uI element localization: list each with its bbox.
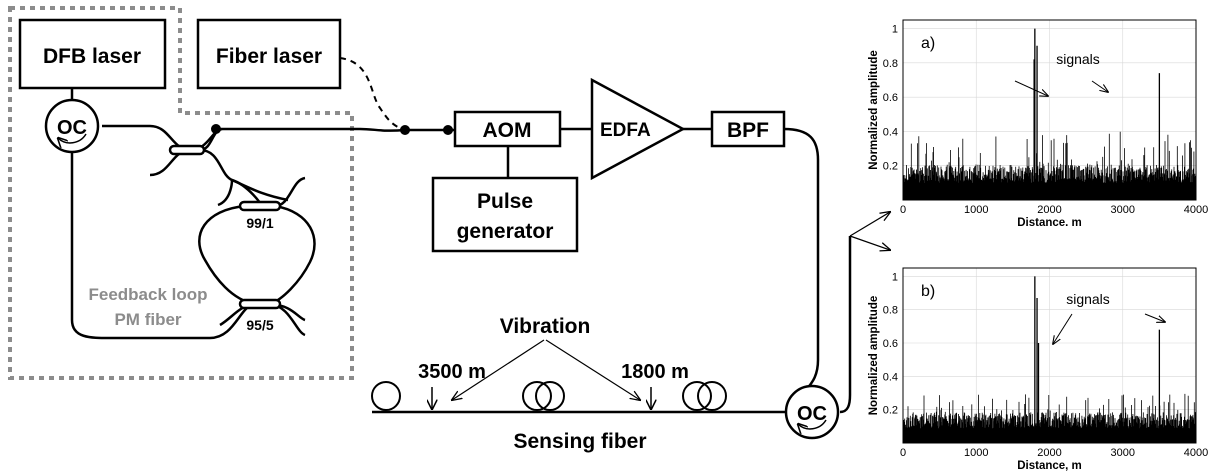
signals-annotation: signals — [1066, 291, 1110, 307]
oc2-label: OC — [797, 403, 827, 425]
coupler-1 — [168, 144, 206, 156]
fiber-laser-box: Fiber laser — [196, 18, 342, 90]
bpf-box: BPF — [710, 110, 786, 148]
annotation-arrow — [1014, 80, 1048, 96]
x-tick-label: 3000 — [1111, 447, 1135, 459]
vibration-label: Vibration — [500, 315, 591, 338]
bpf-to-oc2 — [783, 127, 820, 393]
fiber-coil-2b — [535, 381, 565, 411]
annotation-arrow — [1053, 313, 1073, 344]
x-tick-label: 1000 — [964, 447, 988, 459]
splice-dot-2 — [400, 125, 410, 135]
splice-dot-1 — [211, 124, 221, 134]
panel-label: b) — [921, 283, 935, 300]
feedback-loop-label: Feedback loop — [88, 285, 207, 304]
y-axis-label: Normalized amplitude — [868, 296, 880, 416]
annotation-arrow — [1091, 80, 1108, 92]
chart-a: 0 1000 2000 3000 4000 0.2 0.4 0.6 0.8 1Distance. … — [868, 19, 1208, 229]
y-tick-label: 0.2 — [883, 161, 898, 173]
y-tick-label: 0.8 — [883, 305, 898, 317]
pm-fiber-label: PM fiber — [114, 310, 181, 329]
vibration-arrow-left — [452, 339, 545, 400]
ring-right — [269, 204, 316, 306]
edfa-label: EDFA — [600, 120, 651, 141]
y-axis-label: Normalized amplitude — [868, 50, 880, 170]
feedback-return — [70, 150, 256, 340]
signals-annotation: signals — [1056, 51, 1100, 67]
splice-points — [211, 124, 453, 135]
aom-label: AOM — [483, 119, 532, 142]
y-tick-label: 0.8 — [883, 58, 898, 70]
x-tick-label: 2000 — [1037, 204, 1061, 216]
annotation-arrow — [1144, 313, 1165, 322]
fiber-coil-3a — [682, 381, 712, 411]
coupler-99-1 — [238, 200, 282, 212]
oc-circulator-2: OC — [784, 384, 840, 440]
fiber-laser-dashed-link — [339, 57, 405, 131]
ring-left — [198, 204, 256, 306]
fiber-laser-label: Fiber laser — [216, 45, 322, 68]
x-tick-label: 2000 — [1037, 447, 1061, 459]
x-tick-label: 0 — [900, 447, 906, 459]
x-axis-label: Distance. m — [1017, 217, 1082, 229]
vibration-arrow-right — [545, 339, 640, 400]
bpf-label: BPF — [727, 119, 769, 142]
coupler-95-5 — [238, 298, 282, 310]
coupler-95-5-label: 95/5 — [246, 317, 273, 333]
y-tick-label: 1 — [892, 271, 898, 283]
x-tick-label: 1000 — [964, 204, 988, 216]
coupler1-right-down — [199, 148, 289, 202]
fiber-coil-3b — [697, 381, 727, 411]
coupler1-out-right — [222, 127, 455, 132]
splice-dot-3 — [443, 125, 453, 135]
chart-b: 0 1000 2000 3000 4000 0.2 0.4 0.6 0.8 1Distance, … — [868, 267, 1208, 472]
fiber-connections — [70, 57, 852, 414]
y-tick-label: 0.6 — [883, 92, 898, 104]
feedback-enclosure — [8, 6, 354, 380]
x-tick-label: 4000 — [1184, 447, 1208, 459]
oc-out-wire — [102, 124, 223, 152]
x-tick-label: 0 — [900, 204, 906, 216]
y-tick-label: 1 — [892, 24, 898, 36]
y-tick-label: 0.4 — [883, 126, 898, 138]
aom-box: AOM — [453, 110, 562, 148]
position-1800-label: 1800 m — [621, 361, 689, 383]
x-axis-label: Distance, m — [1017, 460, 1082, 472]
oc2-out-vertical — [839, 236, 852, 414]
couplers — [168, 144, 282, 310]
y-tick-label: 0.6 — [883, 338, 898, 350]
oc1-label: OC — [57, 117, 87, 139]
plot-frame — [902, 19, 1197, 201]
sensing-fiber-label: Sensing fiber — [513, 430, 646, 453]
fiber-coil-2a — [522, 381, 552, 411]
coupler2-left — [217, 179, 234, 207]
x-tick-label: 3000 — [1111, 204, 1135, 216]
x-tick-label: 4000 — [1184, 204, 1208, 216]
dfb-laser-box: DFB laser — [18, 18, 167, 90]
panel-label: a) — [921, 35, 935, 52]
plot-pointers — [849, 212, 890, 250]
oc2-rotation-arrow — [798, 419, 827, 429]
pointer-to-plot-b — [849, 235, 890, 250]
oc-circulator-1: OC — [44, 98, 100, 154]
pulse-generator-label-2: generator — [457, 220, 554, 243]
plot-frame — [902, 267, 1197, 444]
pointer-to-plot-a — [849, 212, 890, 237]
edfa-amplifier: EDFA — [590, 77, 686, 181]
position-3500-label: 3500 m — [418, 361, 486, 383]
oc1-rotation-arrow — [58, 133, 87, 143]
coupler-99-1-label: 99/1 — [246, 215, 273, 231]
fiber-coil-1 — [371, 381, 401, 411]
y-tick-label: 0.2 — [883, 405, 898, 417]
dfb-laser-label: DFB laser — [43, 45, 141, 68]
sensing-section: 3500 m 1800 m Vibration Sensing fiber — [371, 315, 727, 453]
coupler2-right-up — [274, 176, 306, 208]
y-tick-label: 0.4 — [883, 371, 898, 383]
pulse-generator-label-1: Pulse — [477, 190, 533, 213]
pulse-generator-box: Pulse generator — [431, 176, 579, 253]
